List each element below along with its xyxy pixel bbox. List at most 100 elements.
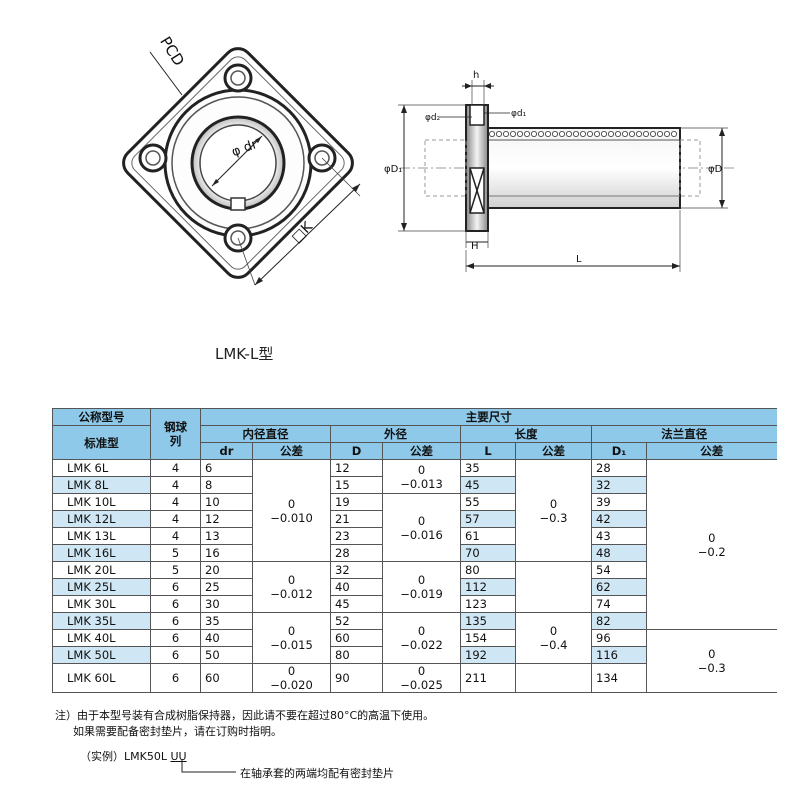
header-D1: D₁ bbox=[591, 442, 647, 460]
ball bbox=[538, 130, 545, 137]
tol-dr-b: 0 −0.012 bbox=[252, 561, 331, 613]
tol-L-empty bbox=[515, 561, 592, 613]
cell-model: LMK 13L bbox=[52, 527, 151, 545]
ball bbox=[509, 130, 516, 137]
spec-table: 公称型号 钢球列 主要尺寸 标准型 内径直径 外径 长度 法兰直径 dr 公差 … bbox=[52, 408, 777, 693]
example-line: （实例）LMK50L UU bbox=[80, 748, 187, 764]
tol-L-b: 0 −0.4 bbox=[515, 612, 592, 664]
header-dr-tol: 公差 bbox=[252, 442, 331, 460]
ball bbox=[650, 130, 657, 137]
ball bbox=[671, 130, 678, 137]
tol-D-c: 0 −0.019 bbox=[382, 561, 461, 613]
H-label: H bbox=[471, 241, 479, 252]
header-row-1: 公称型号 钢球列 主要尺寸 bbox=[52, 408, 777, 460]
d1-label: φd₁ bbox=[511, 109, 527, 119]
header-L-tol: 公差 bbox=[515, 442, 592, 460]
ball bbox=[531, 130, 538, 137]
cell-model: LMK 16L bbox=[52, 544, 151, 562]
note-line-2: 如果需要配备密封垫片，请在订购时指明。 bbox=[73, 725, 282, 738]
d2-label: φd₂ bbox=[425, 113, 441, 123]
ball bbox=[545, 130, 552, 137]
table-row: LMK 40L 6 40 60 154 96 0 −0.3 bbox=[52, 629, 777, 693]
ball bbox=[559, 130, 566, 137]
technical-drawing: φ dr PCD □K φD₁ bbox=[122, 33, 735, 286]
ball bbox=[601, 130, 608, 137]
cell-model: LMK 12L bbox=[52, 510, 151, 528]
ball bbox=[608, 130, 615, 137]
tol-D1-a: 0 −0.2 bbox=[646, 459, 777, 630]
cell-model: LMK 6L bbox=[52, 459, 151, 477]
notes: 注）由于本型号装有合成树脂保持器，因此请不要在超过80°C的高温下使用。 如果需… bbox=[55, 708, 434, 740]
ball bbox=[566, 130, 573, 137]
front-view: φ dr PCD □K bbox=[122, 33, 361, 286]
ball bbox=[615, 130, 622, 137]
cell-model: LMK 25L bbox=[52, 578, 151, 596]
example-note: 在轴承套的两端均配有密封垫片 bbox=[240, 767, 394, 780]
ball bbox=[664, 130, 671, 137]
cell-model: LMK 35L bbox=[52, 612, 151, 630]
cell-model: LMK 20L bbox=[52, 561, 151, 579]
tol-D-a: 0 −0.013 bbox=[382, 459, 461, 494]
L-label: L bbox=[576, 254, 582, 265]
D1-label: φD₁ bbox=[384, 164, 402, 175]
ball bbox=[643, 130, 650, 137]
ball bbox=[657, 130, 664, 137]
header-D-tol: 公差 bbox=[382, 442, 461, 460]
side-view: φD₁ φD h φd₂ φd₁ H L bbox=[384, 70, 735, 272]
header-main-dims: 主要尺寸 bbox=[200, 408, 777, 426]
table-row: LMK 30L 6 30 45 123 74 bbox=[52, 595, 777, 613]
tol-D1-b: 0 −0.3 bbox=[646, 629, 777, 693]
cell-model: LMK 30L bbox=[52, 595, 151, 613]
ball bbox=[629, 130, 636, 137]
header-dr: dr bbox=[200, 442, 253, 460]
ball bbox=[488, 130, 495, 137]
header-balls: 钢球列 bbox=[150, 408, 201, 460]
cell-model: LMK 50L bbox=[52, 646, 151, 664]
ball bbox=[502, 130, 509, 137]
cell-model: LMK 40L bbox=[52, 629, 151, 647]
ball bbox=[580, 130, 587, 137]
cell-model: LMK 8L bbox=[52, 476, 151, 494]
example-leader bbox=[181, 760, 236, 773]
header-nominal: 公称型号 bbox=[52, 408, 151, 426]
note-line-1: 注）由于本型号装有合成树脂保持器，因此请不要在超过80°C的高温下使用。 bbox=[55, 709, 435, 722]
table-row: LMK 25L 6 25 40 112 62 bbox=[52, 578, 777, 596]
header-standard: 标准型 bbox=[52, 425, 151, 460]
ball bbox=[594, 130, 601, 137]
table-row: LMK 16L 5 16 28 70 48 bbox=[52, 544, 777, 562]
tol-dr-a: 0 −0.010 bbox=[252, 459, 331, 562]
ball bbox=[524, 130, 531, 137]
ball bbox=[517, 130, 524, 137]
header-outer: 外径 bbox=[330, 425, 461, 443]
example-suffix: UU bbox=[170, 750, 187, 763]
ball bbox=[636, 130, 643, 137]
ball bbox=[495, 130, 502, 137]
tol-D-e: 0 −0.025 bbox=[382, 663, 461, 693]
ball bbox=[573, 130, 580, 137]
tol-dr-d: 0 −0.020 bbox=[252, 663, 331, 693]
header-flange: 法兰直径 bbox=[591, 425, 777, 443]
tol-D-b: 0 −0.016 bbox=[382, 493, 461, 562]
D-label: φD bbox=[708, 164, 723, 175]
table-row: LMK 60L 6 60 0 −0.020 90 0 −0.025 211 13… bbox=[52, 663, 777, 693]
cell-model: LMK 10L bbox=[52, 493, 151, 511]
table-row: LMK 50L 6 50 80 192 116 bbox=[52, 646, 777, 664]
pcd-label: PCD bbox=[156, 33, 188, 69]
sleeve-body bbox=[487, 127, 681, 209]
ball-row bbox=[488, 130, 678, 137]
header-length: 长度 bbox=[460, 425, 592, 443]
table-row: LMK 8L 4 8 15 45 32 bbox=[52, 476, 777, 494]
table-row: LMK 35L 6 35 0 −0.015 52 0 −0.022 135 0 … bbox=[52, 612, 777, 664]
header-inner: 内径直径 bbox=[200, 425, 331, 443]
tol-dr-c: 0 −0.015 bbox=[252, 612, 331, 664]
tol-L-a: 0 −0.3 bbox=[515, 459, 592, 562]
table-row: LMK 6L 4 6 0 −0.010 12 0 −0.013 35 0 −0.… bbox=[52, 459, 777, 630]
cell-model: LMK 60L bbox=[52, 663, 151, 693]
ball bbox=[622, 130, 629, 137]
ball bbox=[587, 130, 594, 137]
header-L: L bbox=[460, 442, 516, 460]
header-D: D bbox=[330, 442, 383, 460]
table-row: LMK 10L 4 10 19 0 −0.016 55 39 bbox=[52, 493, 777, 562]
example-prefix: （实例）LMK50L bbox=[80, 750, 167, 763]
h-label: h bbox=[473, 70, 479, 81]
